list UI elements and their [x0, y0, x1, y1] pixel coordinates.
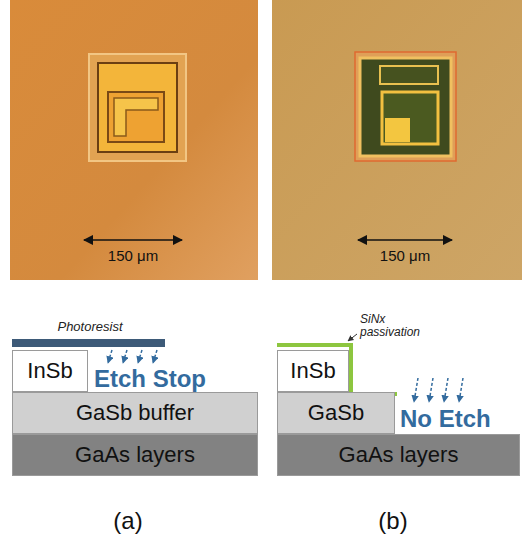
etch-note: Etch Stop [94, 366, 244, 392]
scale-bar [84, 239, 182, 241]
etch-arrow [444, 378, 448, 402]
layer-callout: Photoresist [40, 320, 140, 334]
contact-l-shape [114, 98, 158, 136]
scale-bar [358, 239, 452, 241]
inner-square [382, 92, 438, 144]
contact-pad [385, 118, 410, 142]
layer-box: GaAs layers [12, 434, 258, 476]
scale-label: 150 μm [360, 248, 450, 265]
micrograph [272, 0, 522, 280]
layer-name: GaSb buffer [76, 401, 194, 425]
etch-arrow [153, 350, 157, 363]
micrograph [10, 0, 258, 280]
contact-bar [380, 66, 438, 84]
etch-arrow [414, 378, 418, 402]
etch-arrow [459, 378, 463, 402]
layer-name: InSb [290, 359, 335, 383]
etch-arrow [429, 378, 433, 402]
scale-label: 150 μm [88, 248, 178, 265]
inner-square [108, 92, 164, 142]
layer-name: GaSb [308, 401, 364, 425]
etch-arrow [123, 350, 127, 363]
device-mesa [98, 63, 177, 152]
passivation-layer [277, 345, 397, 394]
layer-name: GaAs layers [75, 443, 195, 467]
leader-line [348, 334, 357, 341]
layer-box: InSb [277, 350, 349, 392]
layer-box: GaSb [277, 392, 395, 434]
layer-box: GaAs layers [277, 434, 520, 476]
layer-box: GaSb buffer [12, 392, 258, 434]
layer-box: InSb [12, 350, 88, 392]
etch-arrow [138, 350, 142, 363]
photoresist-layer [12, 339, 165, 347]
etch-note: No Etch [400, 406, 520, 432]
layer-name: GaAs layers [339, 443, 459, 467]
panel-label: (b) [363, 508, 423, 534]
device-mesa [360, 58, 451, 156]
layer-callout: SiNx passivation [360, 313, 435, 339]
panel-label: (a) [98, 508, 158, 534]
layer-name: InSb [27, 359, 72, 383]
device-frame [89, 54, 186, 161]
etch-arrow [108, 350, 112, 363]
device-frame [355, 52, 456, 161]
